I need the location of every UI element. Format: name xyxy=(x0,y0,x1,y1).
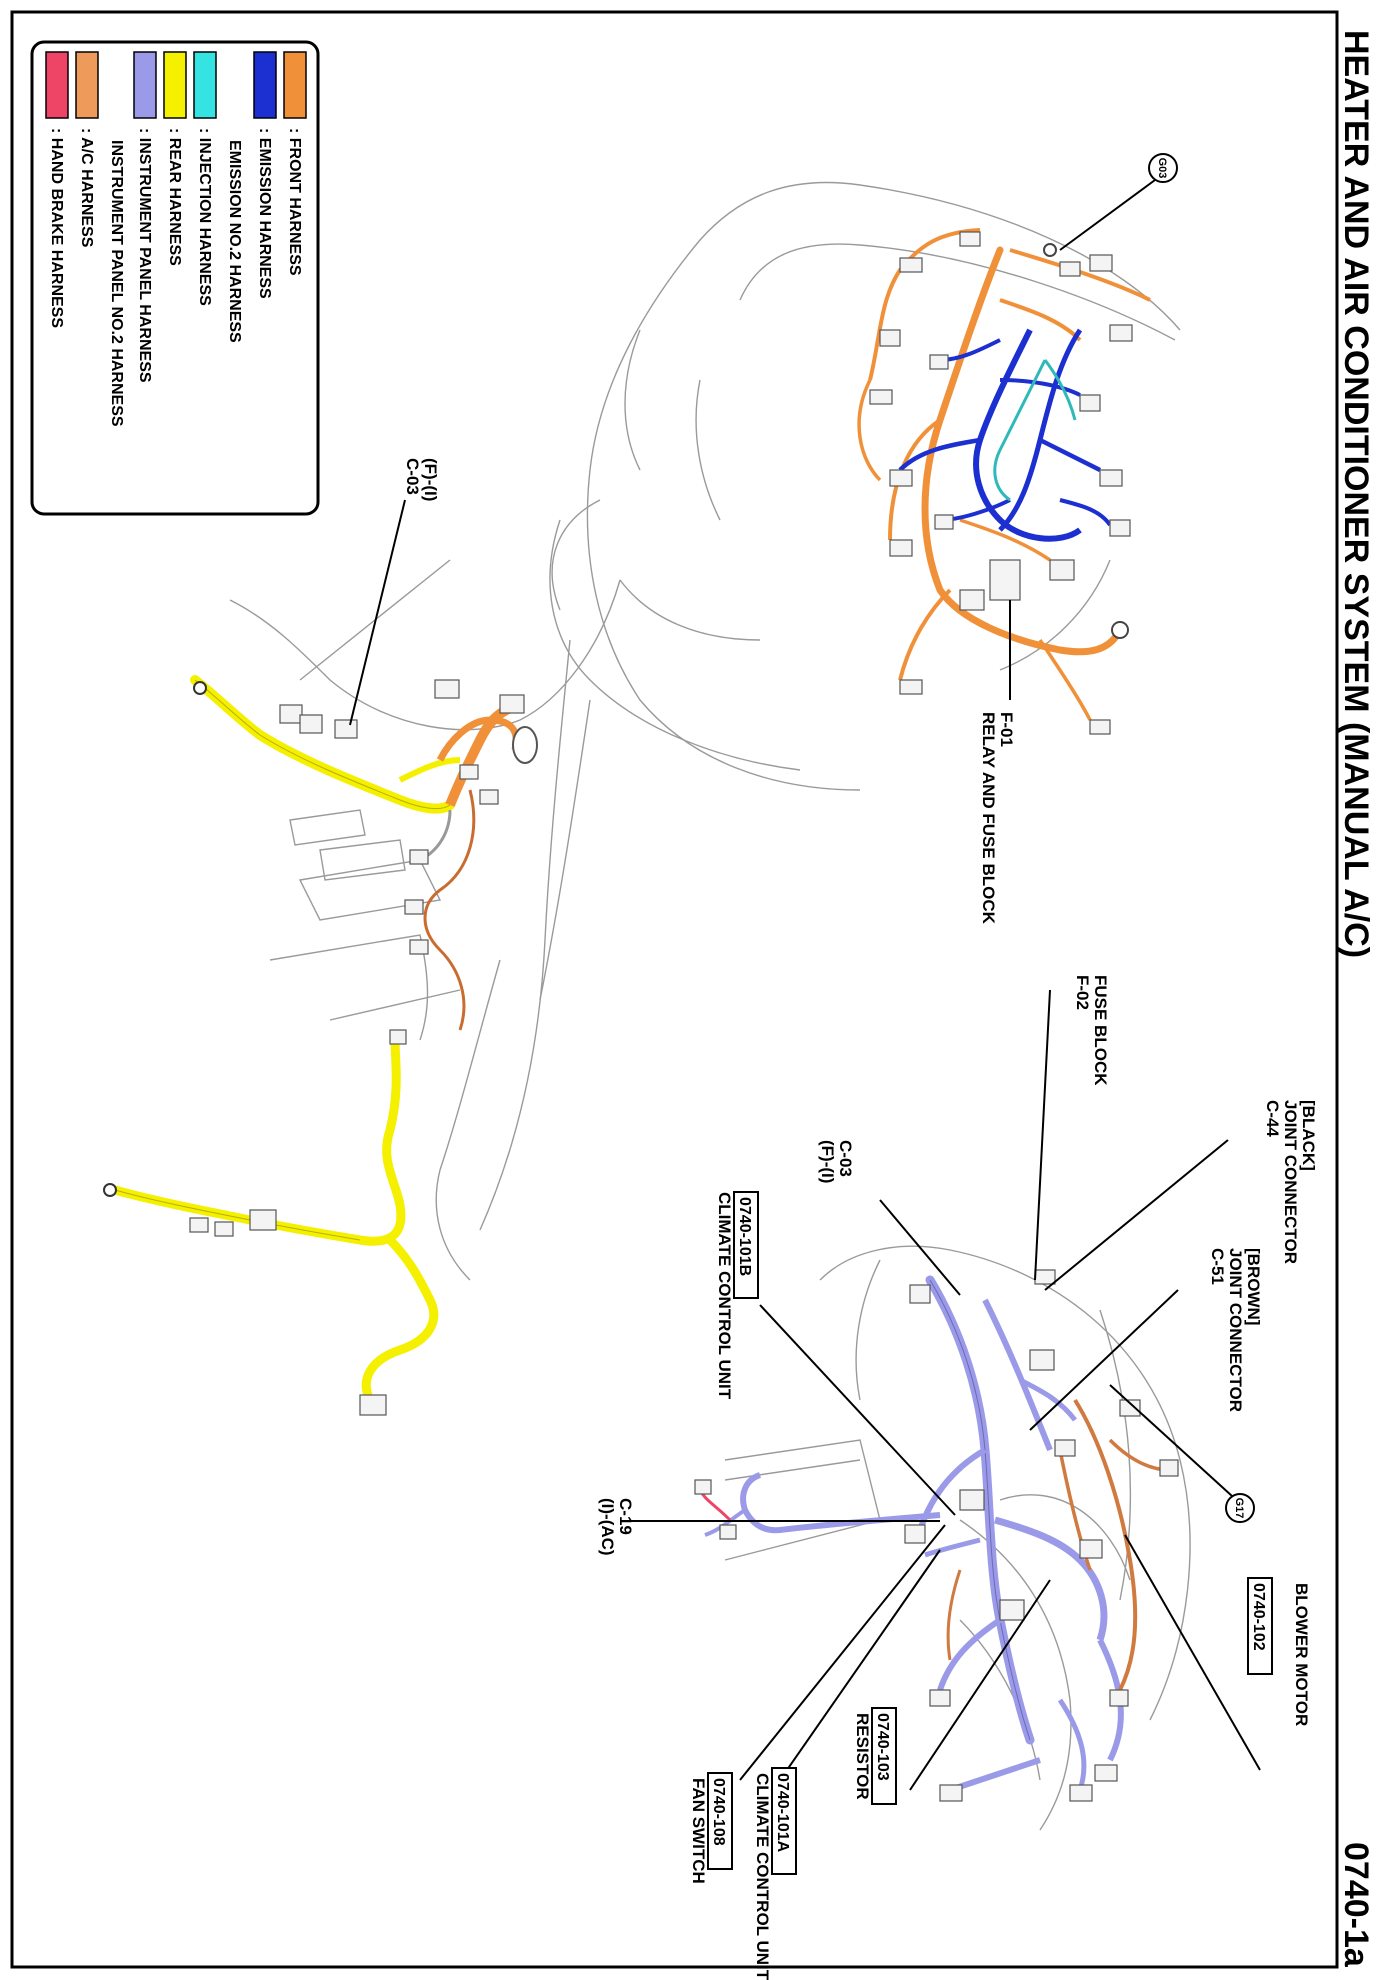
legend-swatch-ac xyxy=(75,51,99,119)
ground-point-g17: G17 xyxy=(1109,1384,1255,1523)
dashboard-view: G17 FUSE BLOCK F-02 [BLACK] JOINT CONNEC… xyxy=(598,975,1318,1980)
c44-code: C-44 xyxy=(1263,1100,1282,1137)
blower-motor-name: BLOWER MOTOR xyxy=(1292,1583,1311,1726)
ref-0740-101b: 0740-101B xyxy=(736,1197,753,1276)
c03-right-sub: (F)-(I) xyxy=(818,1140,837,1183)
ref-box-0740-101b xyxy=(733,1191,759,1299)
f01-code: F-01 xyxy=(997,712,1016,747)
legend-label-injection: : INJECTION HARNESS xyxy=(196,128,213,306)
legend-label-emission-no2: EMISSION NO.2 HARNESS xyxy=(226,140,243,343)
ref-box-0740-103 xyxy=(871,1707,897,1805)
ref-0740-101a: 0740-101A xyxy=(774,1773,791,1853)
c19-sub: (I)-(AC) xyxy=(598,1498,617,1556)
engine-bay-view: G03 F-01 RELAY AND FUSE BLOCK xyxy=(549,153,1181,925)
page-number: 0740-1a xyxy=(1337,1842,1375,1968)
ref-0740-101a-name: CLIMATE CONTROL UNIT xyxy=(753,1773,772,1980)
c03-right-code: C-03 xyxy=(836,1140,855,1177)
legend-swatch-hand-brake xyxy=(45,51,69,119)
c19-code: C-19 xyxy=(616,1498,635,1535)
ref-0740-102: 0740-102 xyxy=(1250,1583,1267,1651)
c51-code: C-51 xyxy=(1208,1248,1227,1285)
c51-name2: JOINT CONNECTOR xyxy=(1226,1248,1245,1412)
c03-left-sub: (F)-(I) xyxy=(421,458,440,501)
legend-label-instrument-panel-no2: INSTRUMENT PANEL NO.2 HARNESS xyxy=(108,140,125,427)
f01-name: RELAY AND FUSE BLOCK xyxy=(979,712,998,925)
legend-swatch-emission xyxy=(253,51,277,119)
legend-swatch-injection xyxy=(193,51,217,119)
ref-box-0740-108 xyxy=(707,1772,733,1870)
ref-0740-108: 0740-108 xyxy=(710,1778,727,1846)
ref-0740-101b-name: CLIMATE CONTROL UNIT xyxy=(715,1192,734,1400)
legend-label-ac: : A/C HARNESS xyxy=(78,128,95,248)
legend-swatch-instrument-panel xyxy=(133,51,157,119)
c03-left-code: C-03 xyxy=(403,458,422,495)
ref-box-0740-102 xyxy=(1247,1577,1273,1675)
harness-color-legend: : FRONT HARNESS : EMISSION HARNESS EMISS… xyxy=(30,40,320,516)
c51-name1: [BROWN] xyxy=(1244,1248,1263,1325)
page-title: HEATER AND AIR CONDITIONER SYSTEM (MANUA… xyxy=(1337,30,1375,958)
ref-0740-103: 0740-103 xyxy=(874,1713,891,1781)
legend-label-hand-brake: : HAND BRAKE HARNESS xyxy=(48,128,65,328)
ref-0740-108-name: FAN SWITCH xyxy=(689,1778,708,1884)
legend-label-instrument-panel: : INSTRUMENT PANEL HARNESS xyxy=(136,128,153,383)
ground-point-g03: G03 xyxy=(1059,153,1178,251)
rear-harness-view xyxy=(103,1029,439,1416)
page-frame xyxy=(10,10,1339,1969)
legend-swatch-front xyxy=(283,51,307,119)
ref-box-0740-101a xyxy=(771,1767,797,1875)
svg-text:G17: G17 xyxy=(1233,1498,1245,1519)
legend-swatch-rear xyxy=(163,51,187,119)
f02-code: F-02 xyxy=(1073,975,1092,1010)
legend-label-rear: : REAR HARNESS xyxy=(166,128,183,266)
c44-name2: JOINT CONNECTOR xyxy=(1281,1100,1300,1264)
svg-text:G03: G03 xyxy=(1156,158,1168,179)
f02-name: FUSE BLOCK xyxy=(1091,975,1110,1086)
ref-0740-103-name: RESISTOR xyxy=(853,1713,872,1800)
legend-label-emission: : EMISSION HARNESS xyxy=(256,128,273,299)
c44-name1: [BLACK] xyxy=(1299,1100,1318,1171)
legend-label-front: : FRONT HARNESS xyxy=(286,128,303,276)
driver-side-view: (F)-(I) C-03 xyxy=(190,458,621,1281)
